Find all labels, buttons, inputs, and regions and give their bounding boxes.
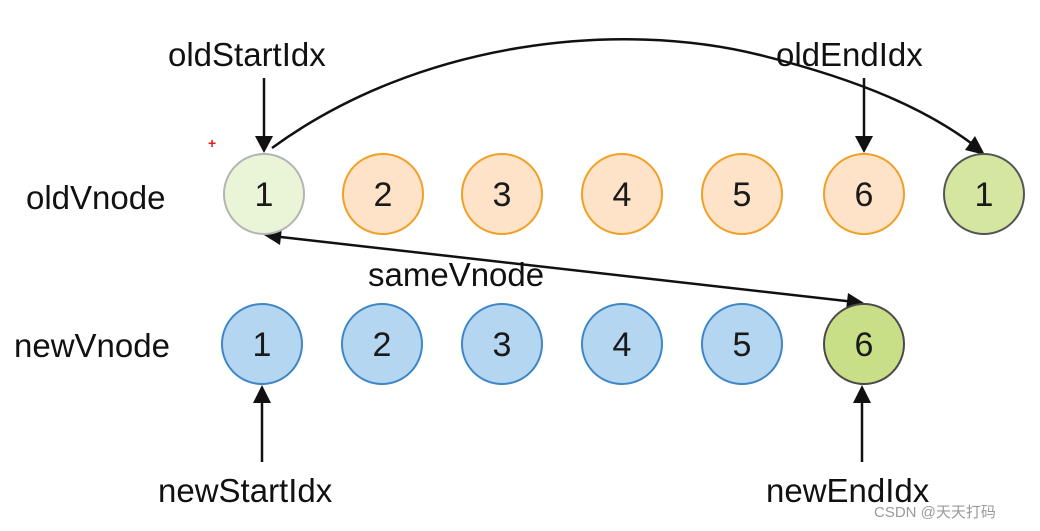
new-end-idx-label: newEndIdx (766, 472, 930, 509)
new-vnode-node-6 (823, 303, 905, 385)
new-start-pointer-arrowhead (253, 385, 271, 403)
new-vnode-node-label-5: 5 (733, 326, 752, 364)
new-vnode-node-label-1: 1 (253, 326, 272, 364)
old-start-idx-label: oldStartIdx (168, 36, 326, 73)
new-vnode-node-label-2: 2 (373, 326, 392, 364)
old-vnode-node-label-6: 6 (855, 176, 874, 214)
same-vnode-arrow (271, 234, 856, 304)
old-vnode-row: 1 2 3 4 5 6 1 (223, 153, 1025, 235)
new-vnode-node-4 (581, 303, 663, 385)
old-vnode-node-label-4: 4 (613, 176, 632, 214)
new-vnode-node-label-4: 4 (613, 326, 632, 364)
new-end-pointer-arrowhead (853, 385, 871, 403)
move-arc-arrow (271, 38, 981, 151)
old-vnode-node-2 (342, 153, 424, 235)
old-end-pointer-arrowhead (855, 136, 873, 153)
new-vnode-node-3 (461, 303, 543, 385)
new-vnode-node-5 (701, 303, 783, 385)
new-vnode-node-2 (341, 303, 423, 385)
new-vnode-node-label-6: 6 (855, 326, 874, 364)
old-vnode-node-label-1: 1 (255, 176, 274, 214)
old-vnode-node-1 (223, 153, 305, 235)
move-arc-arrowhead (965, 136, 985, 155)
old-vnode-node-label-7: 1 (975, 176, 994, 214)
new-vnode-node-label-3: 3 (493, 326, 512, 364)
red-plus-marker: + (208, 135, 216, 151)
old-vnode-node-label-3: 3 (493, 176, 512, 214)
arrows (253, 38, 985, 462)
new-vnode-row: 1 2 3 4 5 6 (221, 303, 905, 385)
same-vnode-label: sameVnode (368, 256, 544, 293)
new-vnode-label: newVnode (14, 327, 170, 364)
old-vnode-node-label-2: 2 (374, 176, 393, 214)
old-end-idx-label: oldEndIdx (776, 36, 923, 73)
old-vnode-node-3 (461, 153, 543, 235)
watermark-text: CSDN @天天打码 (874, 504, 996, 521)
old-vnode-node-5 (701, 153, 783, 235)
old-vnode-node-4 (581, 153, 663, 235)
new-start-idx-label: newStartIdx (158, 472, 333, 509)
old-vnode-node-label-5: 5 (733, 176, 752, 214)
old-start-pointer-arrowhead (255, 136, 273, 153)
old-vnode-node-6 (823, 153, 905, 235)
old-vnode-label: oldVnode (26, 179, 165, 216)
new-vnode-node-1 (221, 303, 303, 385)
old-vnode-node-7 (943, 153, 1025, 235)
